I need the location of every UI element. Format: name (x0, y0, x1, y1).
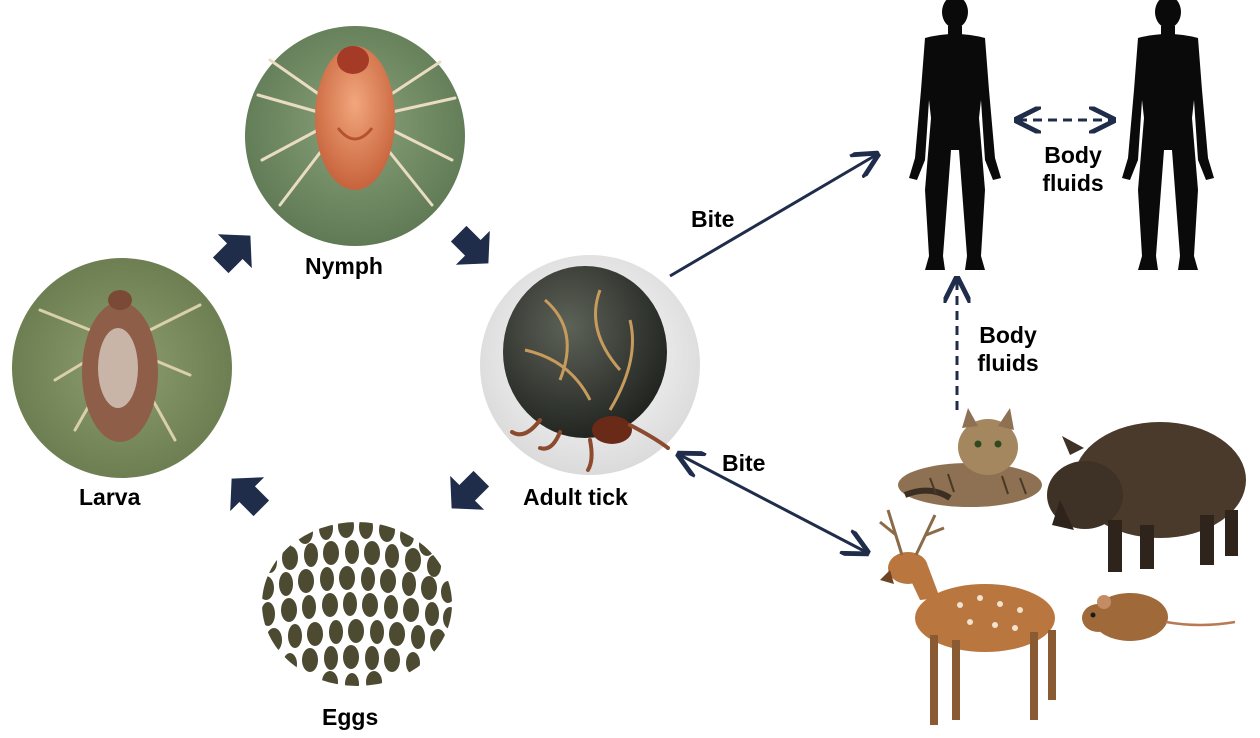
cycle-arrow-eggs-to-larva (214, 461, 279, 526)
wild-boar-icon (1047, 422, 1246, 572)
cat-icon (898, 408, 1042, 507)
body-fluids-label-human-to-human: Body fluids (1028, 142, 1118, 197)
bite-label-animals: Bite (722, 450, 766, 476)
bite-arrow-to-animals (680, 455, 866, 552)
mouse-icon (1082, 593, 1236, 641)
stage-label-nymph: Nymph (305, 253, 383, 279)
deer-icon (879, 509, 1056, 725)
cycle-arrow-nymph-to-adult (441, 216, 506, 281)
body-fluids-label-line-2: fluids (1042, 169, 1104, 196)
cycle-arrow-adult-to-eggs (434, 461, 499, 526)
stage-label-eggs: Eggs (322, 704, 379, 730)
human-silhouette-icon (1122, 0, 1214, 270)
stage-label-adult-tick: Adult tick (523, 484, 628, 510)
body-fluids-label-line-2: fluids (977, 349, 1039, 376)
stage-label-larva: Larva (79, 484, 141, 510)
body-fluids-label-line-1: Body (979, 322, 1037, 348)
adult-tick-photo-icon (480, 255, 700, 475)
body-fluids-label-line-1: Body (1044, 142, 1102, 168)
nymph-tick-photo-icon (245, 26, 465, 246)
body-fluids-label-animal-to-human: Body fluids (966, 322, 1050, 377)
bite-label-human: Bite (691, 206, 735, 232)
human-silhouette-icon (909, 0, 1001, 270)
cycle-arrow-larva-to-nymph (203, 218, 268, 283)
larva-tick-photo-icon (12, 258, 232, 478)
tick-eggs-icon (262, 522, 452, 686)
bite-arrow-to-human (669, 155, 876, 278)
